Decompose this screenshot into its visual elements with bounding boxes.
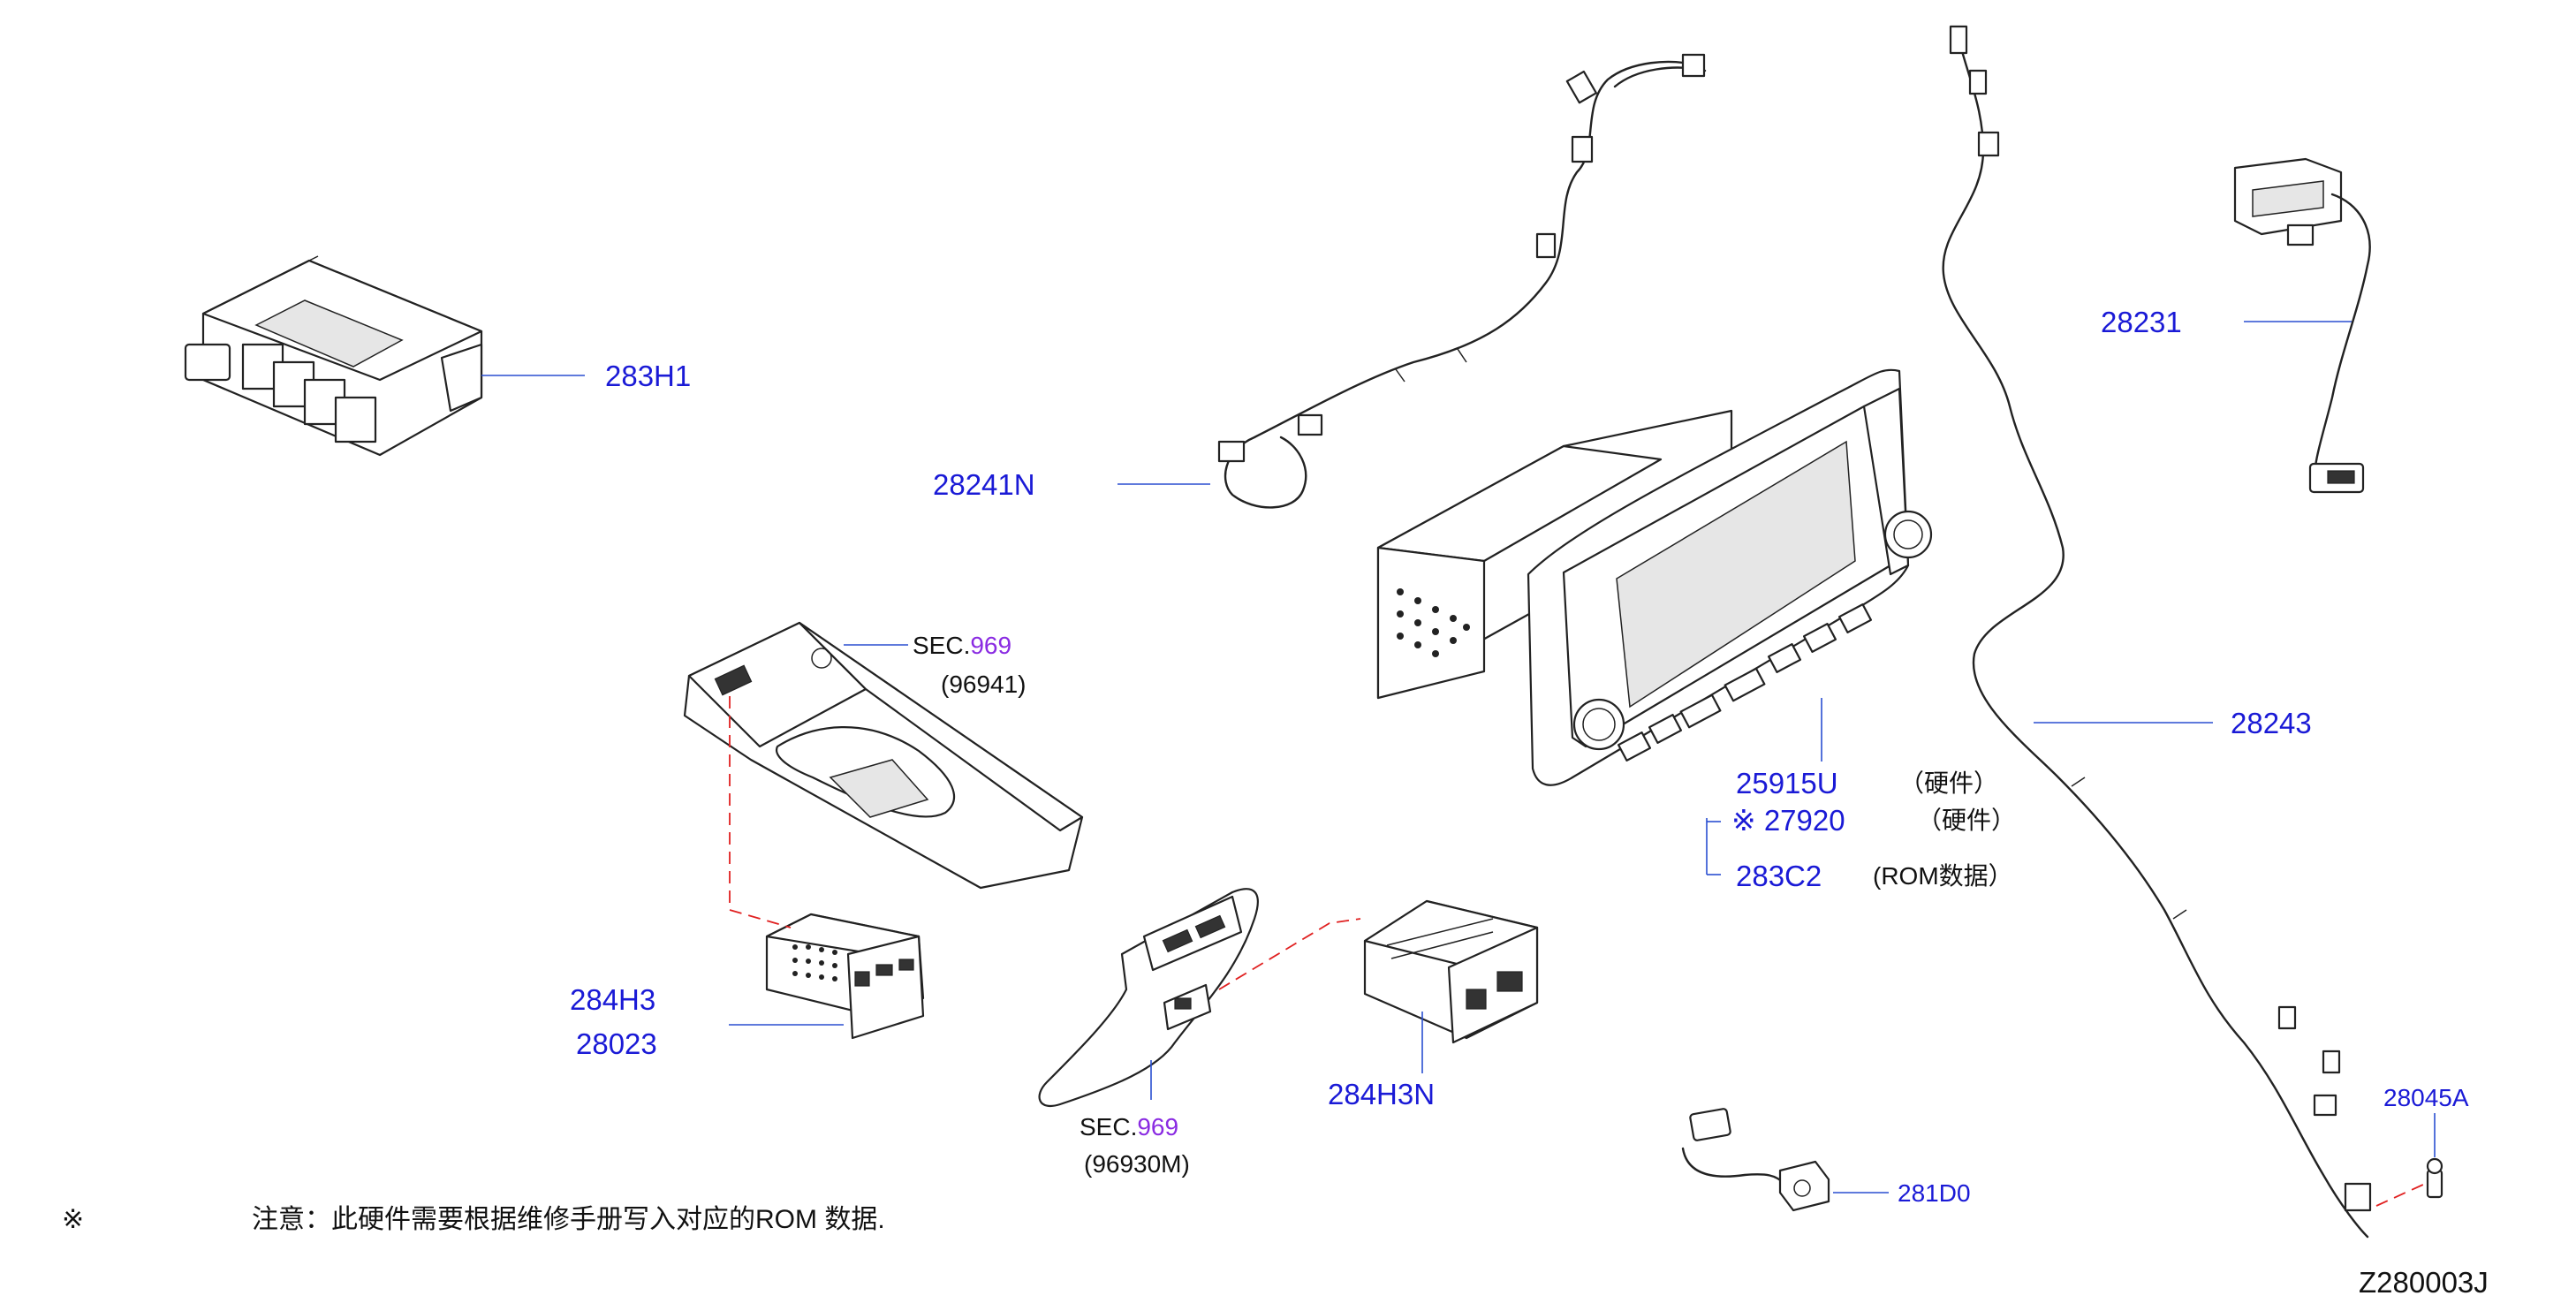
footnote-mark: ※ [62,1205,84,1234]
console-trim-96941 [683,621,1084,890]
relation-line-96941-284H3 [729,696,792,928]
side-panel-96930M [1038,888,1259,1107]
usb-unit-284H3 [765,913,925,1040]
part-number-281D0: 281D0 [1898,1179,1971,1207]
part-number-28023: 28023 [576,1027,657,1060]
section-number-lower: 969 [1137,1113,1178,1140]
hard-buttons [1617,603,1873,762]
diagram-id: Z280003J [2359,1266,2489,1299]
section-ref-upper: SEC.969 [913,632,1011,659]
section-sub-lower: (96930M) [1084,1150,1190,1178]
part-number-284H3N: 284H3N [1328,1078,1435,1110]
head-unit-25915U [1376,368,1933,786]
section-prefix-upper: SEC. [913,632,970,659]
part-number-28243: 28243 [2231,707,2312,739]
note-283C2: (ROM数据） [1873,862,2013,890]
usb-unit-284H3N [1363,899,1539,1044]
part-number-28241N: 28241N [933,468,1035,501]
part-number-283H1: 283H1 [605,360,691,392]
control-module-283H1 [184,255,483,457]
relation-line-28045A [2375,1183,2426,1207]
part-number-27920: ※ 27920 [1731,804,1845,837]
vent-grid [792,944,837,981]
part-number-28231: 28231 [2101,306,2182,338]
note-27920: （硬件） [1917,807,2016,834]
section-number-upper: 969 [970,632,1011,659]
harness-28241N [1217,53,1707,509]
section-sub-upper: (96941) [941,671,1027,698]
section-prefix-lower: SEC. [1080,1113,1137,1140]
part-number-283C2: 283C2 [1736,860,1822,892]
footnote-text: 注意：此硬件需要根据维修手册写入对应的ROM 数据. [252,1205,885,1234]
part-number-284H3: 284H3 [570,983,655,1016]
module-28231 [2233,157,2371,494]
antenna-cable-28243 [1942,25,2372,1239]
heatsink-holes [1397,588,1470,657]
section-ref-lower: SEC.969 [1080,1113,1178,1140]
part-number-28045A: 28045A [2383,1084,2469,1111]
part-number-25915U: 25915U [1736,767,1838,799]
relation-line-96930M-284H3N [1218,918,1361,990]
note-25915U: （硬件） [1899,769,1998,797]
clip-28045A [2426,1157,2443,1199]
sensor-281D0 [1681,1108,1830,1212]
